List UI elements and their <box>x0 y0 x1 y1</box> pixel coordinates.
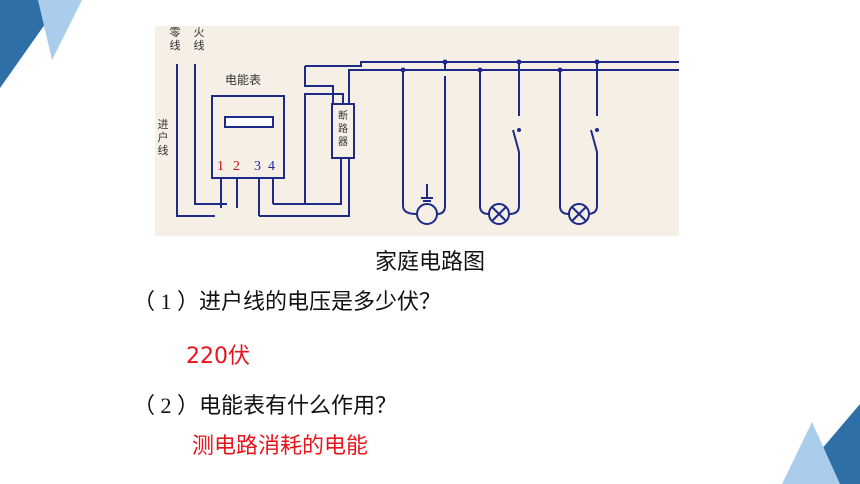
terminal-4-label: 4 <box>268 159 275 174</box>
neutral-main-line <box>259 69 679 217</box>
breaker-label: 断路器 <box>338 111 348 148</box>
answer-2: 测电路消耗的电能 <box>192 434 369 459</box>
corner-decoration-top-left <box>0 0 82 88</box>
question-2: （ 2 ）电能表有什么作用？ <box>133 388 397 420</box>
question-2-text: 电能表有什么作用？ <box>199 394 398 419</box>
question-2-number: （ 2 ） <box>133 393 200 418</box>
neutral-wire-label: 零线 <box>169 26 181 52</box>
answer-1: 220伏 <box>186 344 250 369</box>
live-wire-label: 火线 <box>193 26 205 52</box>
corner-decoration-bottom-right <box>782 404 860 484</box>
electric-meter-box <box>211 95 285 179</box>
socket-symbol <box>416 203 438 225</box>
diagram-caption: 家庭电路图 <box>374 250 485 275</box>
neutral-wire-in <box>176 64 215 217</box>
meter-display <box>224 116 274 128</box>
terminal-1-label: 1 <box>217 159 224 174</box>
circuit-wiring <box>176 59 679 225</box>
household-circuit-diagram: 零线 火线 电能表 进户线 断路器 1 2 3 4 <box>155 26 679 236</box>
question-1-number: （ 1 ） <box>133 289 200 314</box>
live-main-line <box>305 61 679 67</box>
live-wire-in <box>194 64 227 205</box>
service-line-label: 进户线 <box>157 118 169 157</box>
question-1: （ 1 ）进户线的电压是多少伏？ <box>133 284 441 316</box>
terminal-3-label: 3 <box>254 159 261 174</box>
live-to-breaker <box>273 158 342 205</box>
terminal-2-label: 2 <box>233 159 240 174</box>
question-1-text: 进户线的电压是多少伏？ <box>199 290 442 315</box>
meter-label: 电能表 <box>225 73 262 87</box>
